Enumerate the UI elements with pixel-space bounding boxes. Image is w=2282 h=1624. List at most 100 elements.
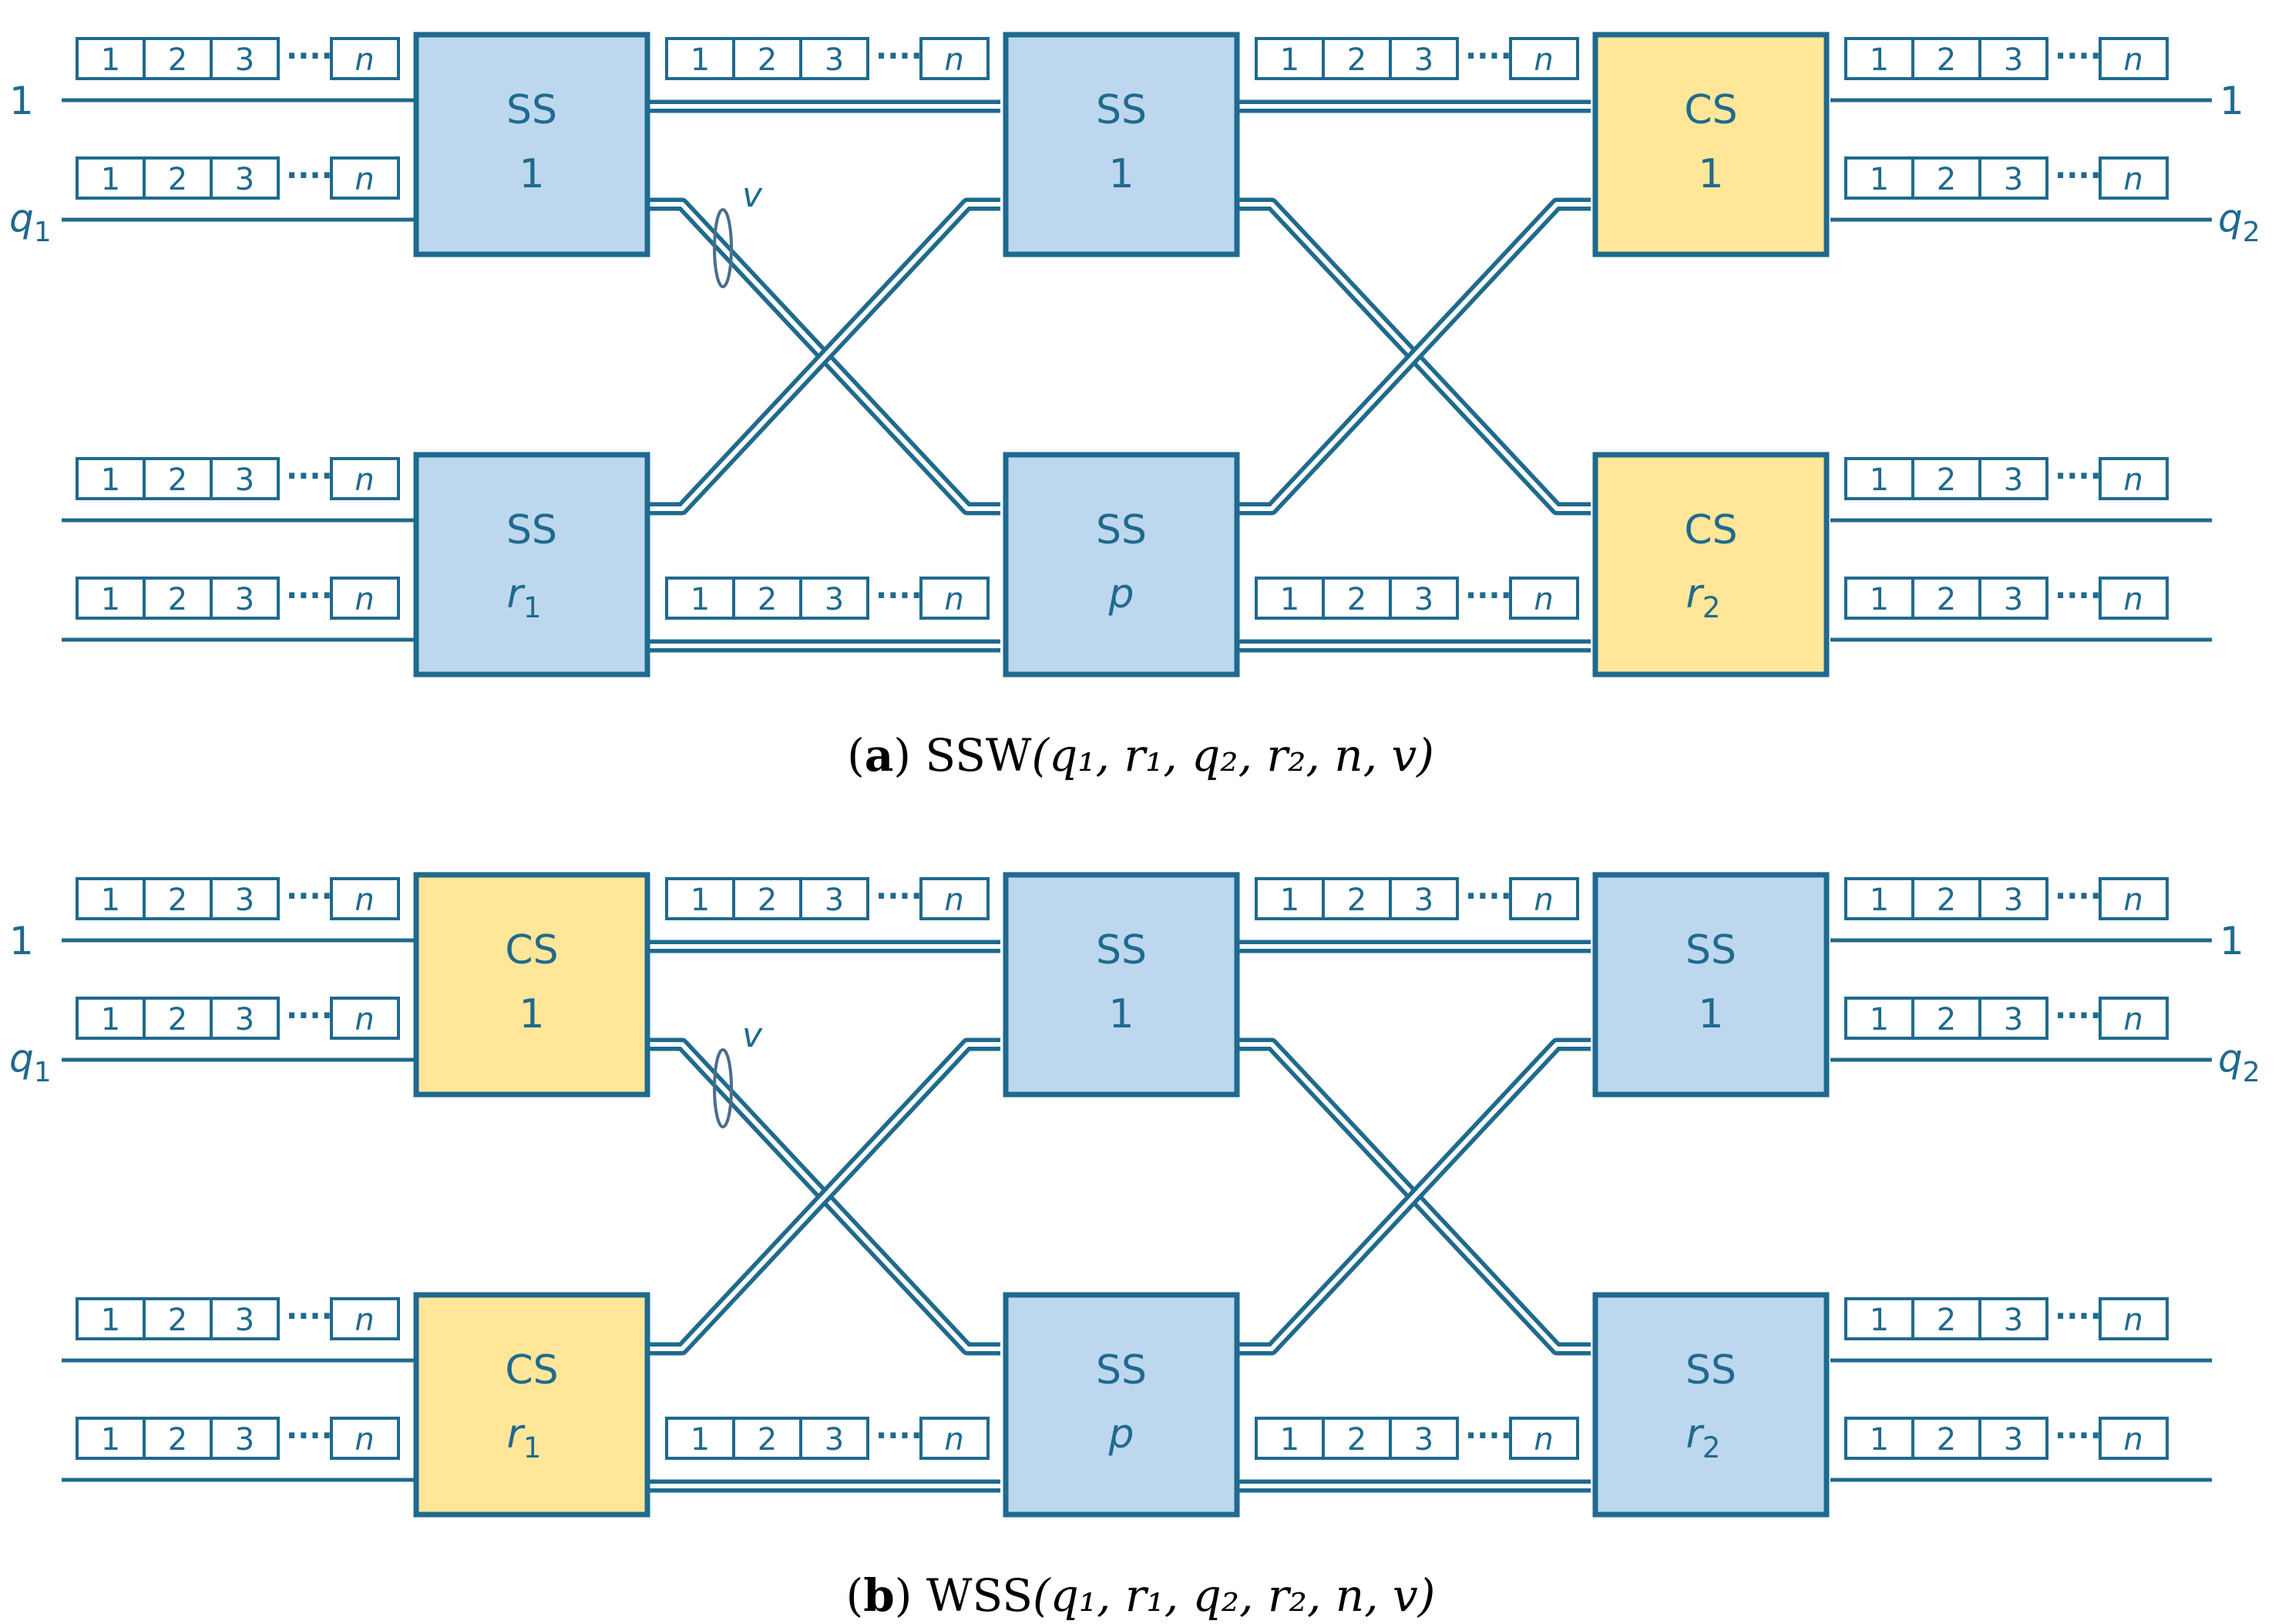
input-port-label: 1	[9, 919, 34, 963]
slot-label: 1	[1870, 1303, 1889, 1338]
link-gap	[1238, 1042, 1591, 1351]
switch-box	[1592, 872, 1830, 1098]
slot-label: 1	[1870, 42, 1889, 78]
channel-switch: CS1	[413, 872, 650, 1098]
slot-label: 3	[1414, 582, 1433, 617]
slot-dots: ····	[286, 578, 333, 614]
slot-box	[1322, 877, 1392, 920]
bundle-ellipse	[713, 1048, 733, 1128]
slot-box	[143, 877, 213, 920]
slot-box	[1978, 577, 2048, 620]
slot-box	[1844, 877, 1914, 920]
slot-dots: ····	[875, 1418, 923, 1454]
slot-label-last: n	[1534, 1422, 1553, 1458]
subscript: 1	[34, 1057, 52, 1088]
cross-link	[650, 1037, 1000, 1356]
slot-box-last	[919, 1417, 990, 1460]
switch-type: SS	[1096, 927, 1147, 973]
slot-box	[799, 877, 869, 920]
slot-label-last: n	[2123, 162, 2143, 197]
switch-type: SS	[1096, 507, 1147, 553]
slot-box-last	[919, 877, 990, 920]
output-port-label: q2	[2218, 196, 2260, 248]
switch-type: SS	[506, 87, 557, 133]
slot-label: 1	[691, 582, 710, 617]
slot-label: 3	[2004, 582, 2023, 617]
slot-box	[1978, 877, 2048, 920]
slot-label-last: n	[2123, 1002, 2143, 1037]
slot-box	[799, 1417, 869, 1460]
slot-label: 2	[1937, 1002, 1956, 1037]
slot-label: 1	[101, 162, 120, 197]
slot-box	[143, 997, 213, 1040]
slot-label-last: n	[2123, 582, 2143, 617]
caption-close: )	[895, 1569, 926, 1622]
input-port-label: q1	[9, 1036, 52, 1088]
diagram-caption: (b) WSS(q₁, r₁, q₂, r₂, n, v)	[846, 1569, 1436, 1622]
slot-label: 3	[2004, 42, 2023, 78]
slot-label: 3	[235, 582, 254, 617]
slot-box	[76, 997, 146, 1040]
output-port-label: q2	[2218, 1036, 2260, 1088]
caption-args: (q₁, r₁, q₂, r₂, n, v)	[1033, 1569, 1435, 1622]
slot-box	[1911, 1297, 1981, 1340]
slot-label: 1	[1870, 1422, 1889, 1458]
slot-dots: ····	[2055, 998, 2102, 1034]
slot-label: 2	[1937, 883, 1956, 918]
slot-label: 1	[101, 462, 120, 498]
output-port-label: 1	[2220, 919, 2244, 963]
slot-label: 1	[691, 1422, 710, 1458]
slot-box	[732, 1417, 802, 1460]
slot-label: 3	[235, 162, 254, 197]
slot-dots: ····	[286, 879, 333, 914]
slot-box-last	[1509, 37, 1579, 80]
slot-box	[76, 457, 146, 500]
slot-dots: ····	[2055, 1418, 2102, 1454]
switch-type: SS	[1096, 87, 1147, 133]
slot-label: 3	[235, 883, 254, 918]
slot-label: 2	[168, 883, 187, 918]
slot-box	[210, 577, 280, 620]
switch-box	[1003, 452, 1240, 678]
slot-dots: ····	[286, 459, 333, 494]
slot-label-last: n	[355, 1422, 374, 1458]
bundle-label: v	[742, 1016, 763, 1055]
slot-label-last: n	[355, 883, 374, 918]
slot-box-last	[330, 577, 400, 620]
space-switch: SSp	[1003, 1292, 1240, 1518]
slot-dots: ····	[286, 1418, 333, 1454]
bundle-ellipse	[713, 208, 733, 288]
switch-index: 1	[519, 991, 544, 1037]
slot-dots: ····	[1465, 578, 1512, 614]
slot-label: 2	[168, 1303, 187, 1338]
input-port-label: q1	[9, 196, 52, 248]
switch-box	[1592, 1292, 1830, 1518]
caption-letter-bold: a	[865, 729, 894, 782]
cross-link	[1238, 197, 1591, 516]
slot-box	[732, 577, 802, 620]
caption-letter-bold: b	[863, 1569, 895, 1622]
slot-label: 2	[758, 582, 777, 617]
slot-box	[76, 1297, 146, 1340]
slot-dots: ····	[2055, 879, 2102, 914]
switch-index: 1	[1108, 151, 1134, 197]
switch-type: SS	[1685, 1347, 1736, 1394]
slot-label: 3	[1414, 883, 1433, 918]
slot-label-last: n	[944, 883, 963, 918]
switch-type: CS	[1684, 87, 1737, 133]
channel-switch: CS1	[1592, 32, 1830, 257]
slot-box-last	[2099, 156, 2169, 200]
slot-label: 1	[101, 1422, 120, 1458]
